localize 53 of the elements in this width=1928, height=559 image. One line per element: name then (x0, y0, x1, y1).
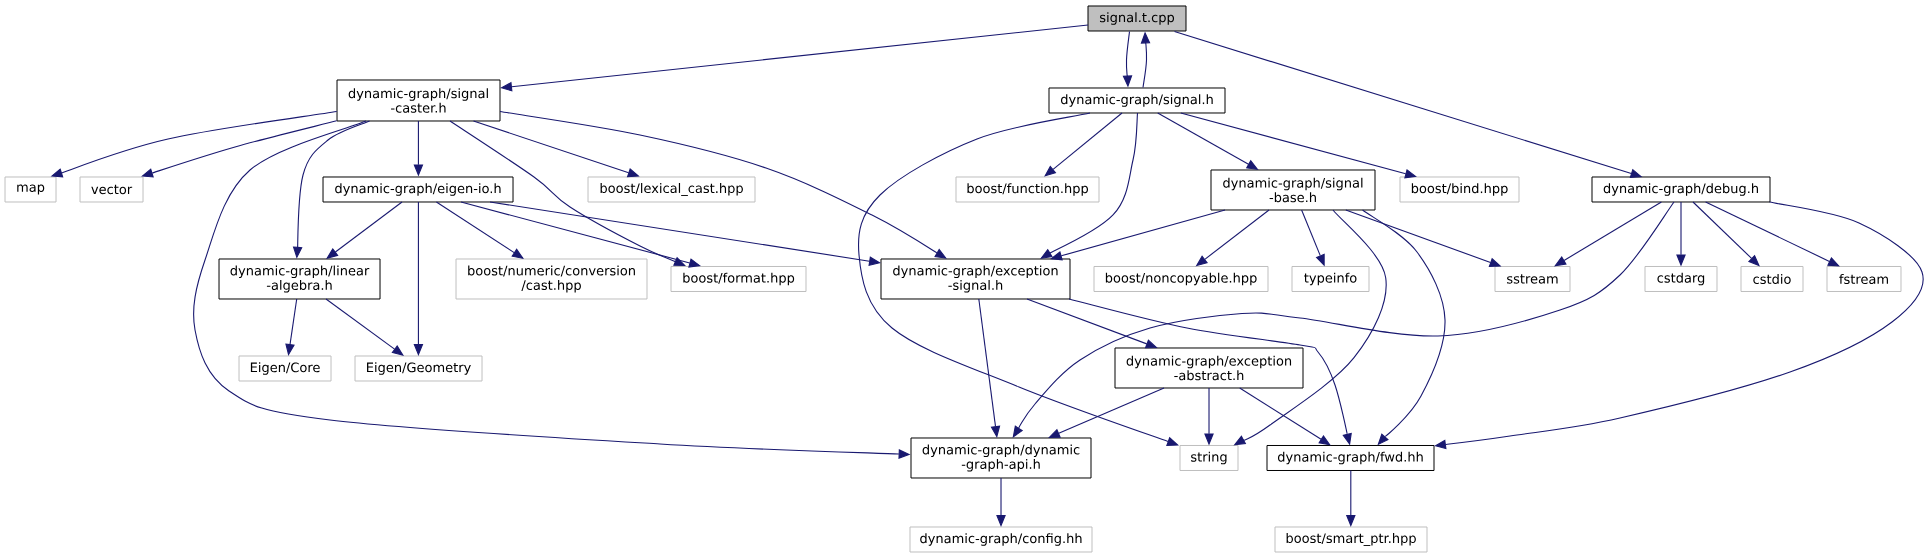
arrow (499, 110, 947, 259)
arrow (413, 201, 424, 356)
file-box: dynamic-graph/config.hh (909, 526, 1093, 553)
file-box: string (1179, 445, 1239, 471)
arrow (449, 120, 686, 266)
file-box: dynamic-graph/debug.h (1591, 176, 1771, 203)
arrow (489, 201, 881, 266)
arrow (1239, 387, 1331, 446)
arrow (1040, 112, 1139, 259)
arrow (996, 477, 1006, 527)
arrow (1705, 201, 1840, 267)
file-box: dynamic-graph/fwd.hh (1266, 445, 1435, 471)
file-box: boost/noncopyable.hpp (1093, 266, 1269, 292)
file-box: typeinfo (1291, 266, 1370, 292)
file-box: map (4, 176, 57, 203)
file-box: dynamic-graph/dynamic -graph-api.h (910, 437, 1092, 479)
file-box: dynamic-graph/linear -algebra.h (218, 258, 381, 300)
selected-file-box: signal.t.cpp (1087, 5, 1187, 32)
file-box: Eigen/Geometry (354, 355, 483, 382)
file-box: dynamic-graph/signal -base.h (1210, 169, 1376, 211)
arrow (1554, 201, 1662, 267)
file-box: boost/bind.hpp (1399, 176, 1520, 203)
file-box: Eigen/Core (238, 355, 332, 382)
arrow (326, 201, 403, 259)
file-box: boost/numeric/conversion /cast.hpp (455, 258, 648, 300)
file-box: dynamic-graph/eigen-io.h (322, 176, 514, 203)
arrow (500, 24, 1089, 92)
arrow (978, 298, 1001, 438)
arrow (1044, 112, 1123, 177)
arrow (1180, 112, 1417, 179)
file-box: dynamic-graph/signal -caster.h (336, 79, 501, 122)
file-box: boost/lexical_cast.hpp (587, 176, 756, 203)
file-box: boost/smart_ptr.hpp (1274, 526, 1428, 553)
arrow (1434, 201, 1924, 450)
file-box: vector (79, 176, 144, 203)
file-box: boost/function.hpp (955, 176, 1100, 203)
file-box: fstream (1826, 266, 1902, 292)
arrow (1012, 201, 1675, 438)
arrow (325, 298, 404, 356)
arrow (1048, 387, 1165, 438)
file-box: cstdarg (1644, 266, 1718, 292)
arrow (141, 120, 338, 178)
arrow (285, 298, 298, 356)
file-box: dynamic-graph/exception -signal.h (880, 258, 1071, 300)
arrow (460, 201, 701, 268)
arrow (1050, 209, 1226, 261)
file-box: sstream (1494, 266, 1571, 292)
file-box: dynamic-graph/exception -abstract.h (1114, 347, 1304, 389)
arrow (857, 112, 1179, 446)
arrow (435, 201, 524, 259)
file-box: dynamic-graph/signal.h (1048, 87, 1226, 114)
file-box: boost/format.hpp (670, 266, 807, 292)
file-box: cstdio (1740, 266, 1804, 292)
